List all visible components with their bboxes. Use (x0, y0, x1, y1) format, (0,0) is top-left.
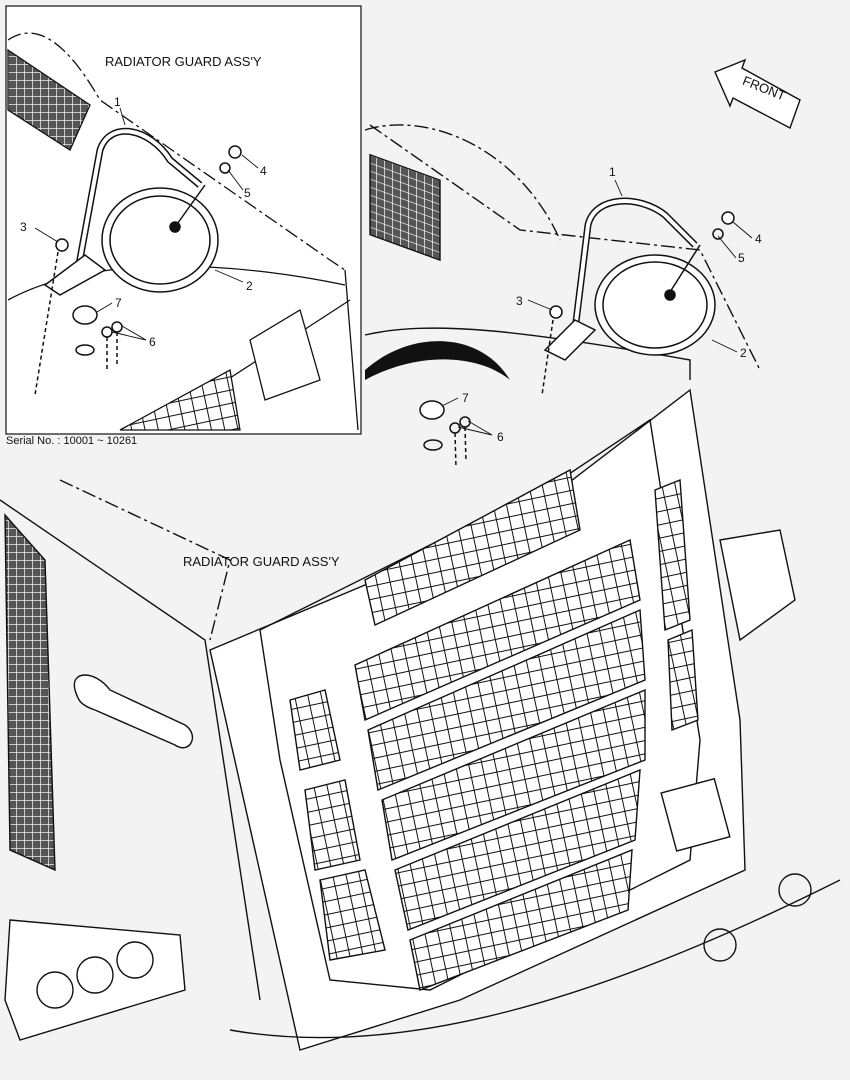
inset-callout-7: 7 (115, 296, 122, 310)
fan-shroud-arc (365, 341, 510, 380)
front-arrow: FRONT (714, 58, 801, 129)
inset-callout-5: 5 (244, 186, 251, 200)
main-callout-1: 1 (609, 165, 616, 179)
inset-callout-2: 2 (246, 279, 253, 293)
left-lamp-housing (4, 919, 186, 1041)
main-callout-5: 5 (738, 251, 745, 265)
inset-panel: RADIATOR GUARD ASS'Y 1 2 3 4 5 6 7 (5, 5, 362, 435)
main-callout-4: 4 (755, 232, 762, 246)
guard-disc-2 (594, 254, 716, 356)
main-guard-assembly (419, 197, 735, 469)
inset-louver (7, 48, 91, 151)
side-mesh-right (654, 478, 699, 732)
main-callout-3: 3 (516, 294, 523, 308)
side-grille (4, 513, 56, 872)
inset-callout-leaders (34, 107, 259, 341)
inset-callout-4: 4 (260, 164, 267, 178)
engine-louver (369, 153, 441, 262)
main-callout-leaders (441, 179, 753, 436)
side-mesh-left (289, 689, 386, 961)
inset-title: RADIATOR GUARD ASS'Y (105, 54, 262, 69)
inset-callout-3: 3 (20, 220, 27, 234)
main-callout-6: 6 (497, 430, 504, 444)
serial-number: Serial No. : 10001 ~ 10261 (6, 435, 138, 447)
inset-guard-assembly (34, 127, 242, 396)
main-callout-7: 7 (462, 391, 469, 405)
inset-callout-6: 6 (149, 335, 156, 349)
right-lamp-housing (719, 529, 796, 642)
inset-callout-1: 1 (114, 95, 121, 109)
main-callout-2: 2 (740, 346, 747, 360)
grab-handle (73, 674, 194, 749)
inset-front-mesh (119, 368, 241, 431)
main-view (0, 124, 841, 1051)
upper-mesh (364, 468, 581, 627)
inset-guard-disc-2 (101, 187, 219, 293)
main-title: RADIATOR GUARD ASS'Y (183, 554, 340, 569)
main-mesh (354, 538, 646, 991)
